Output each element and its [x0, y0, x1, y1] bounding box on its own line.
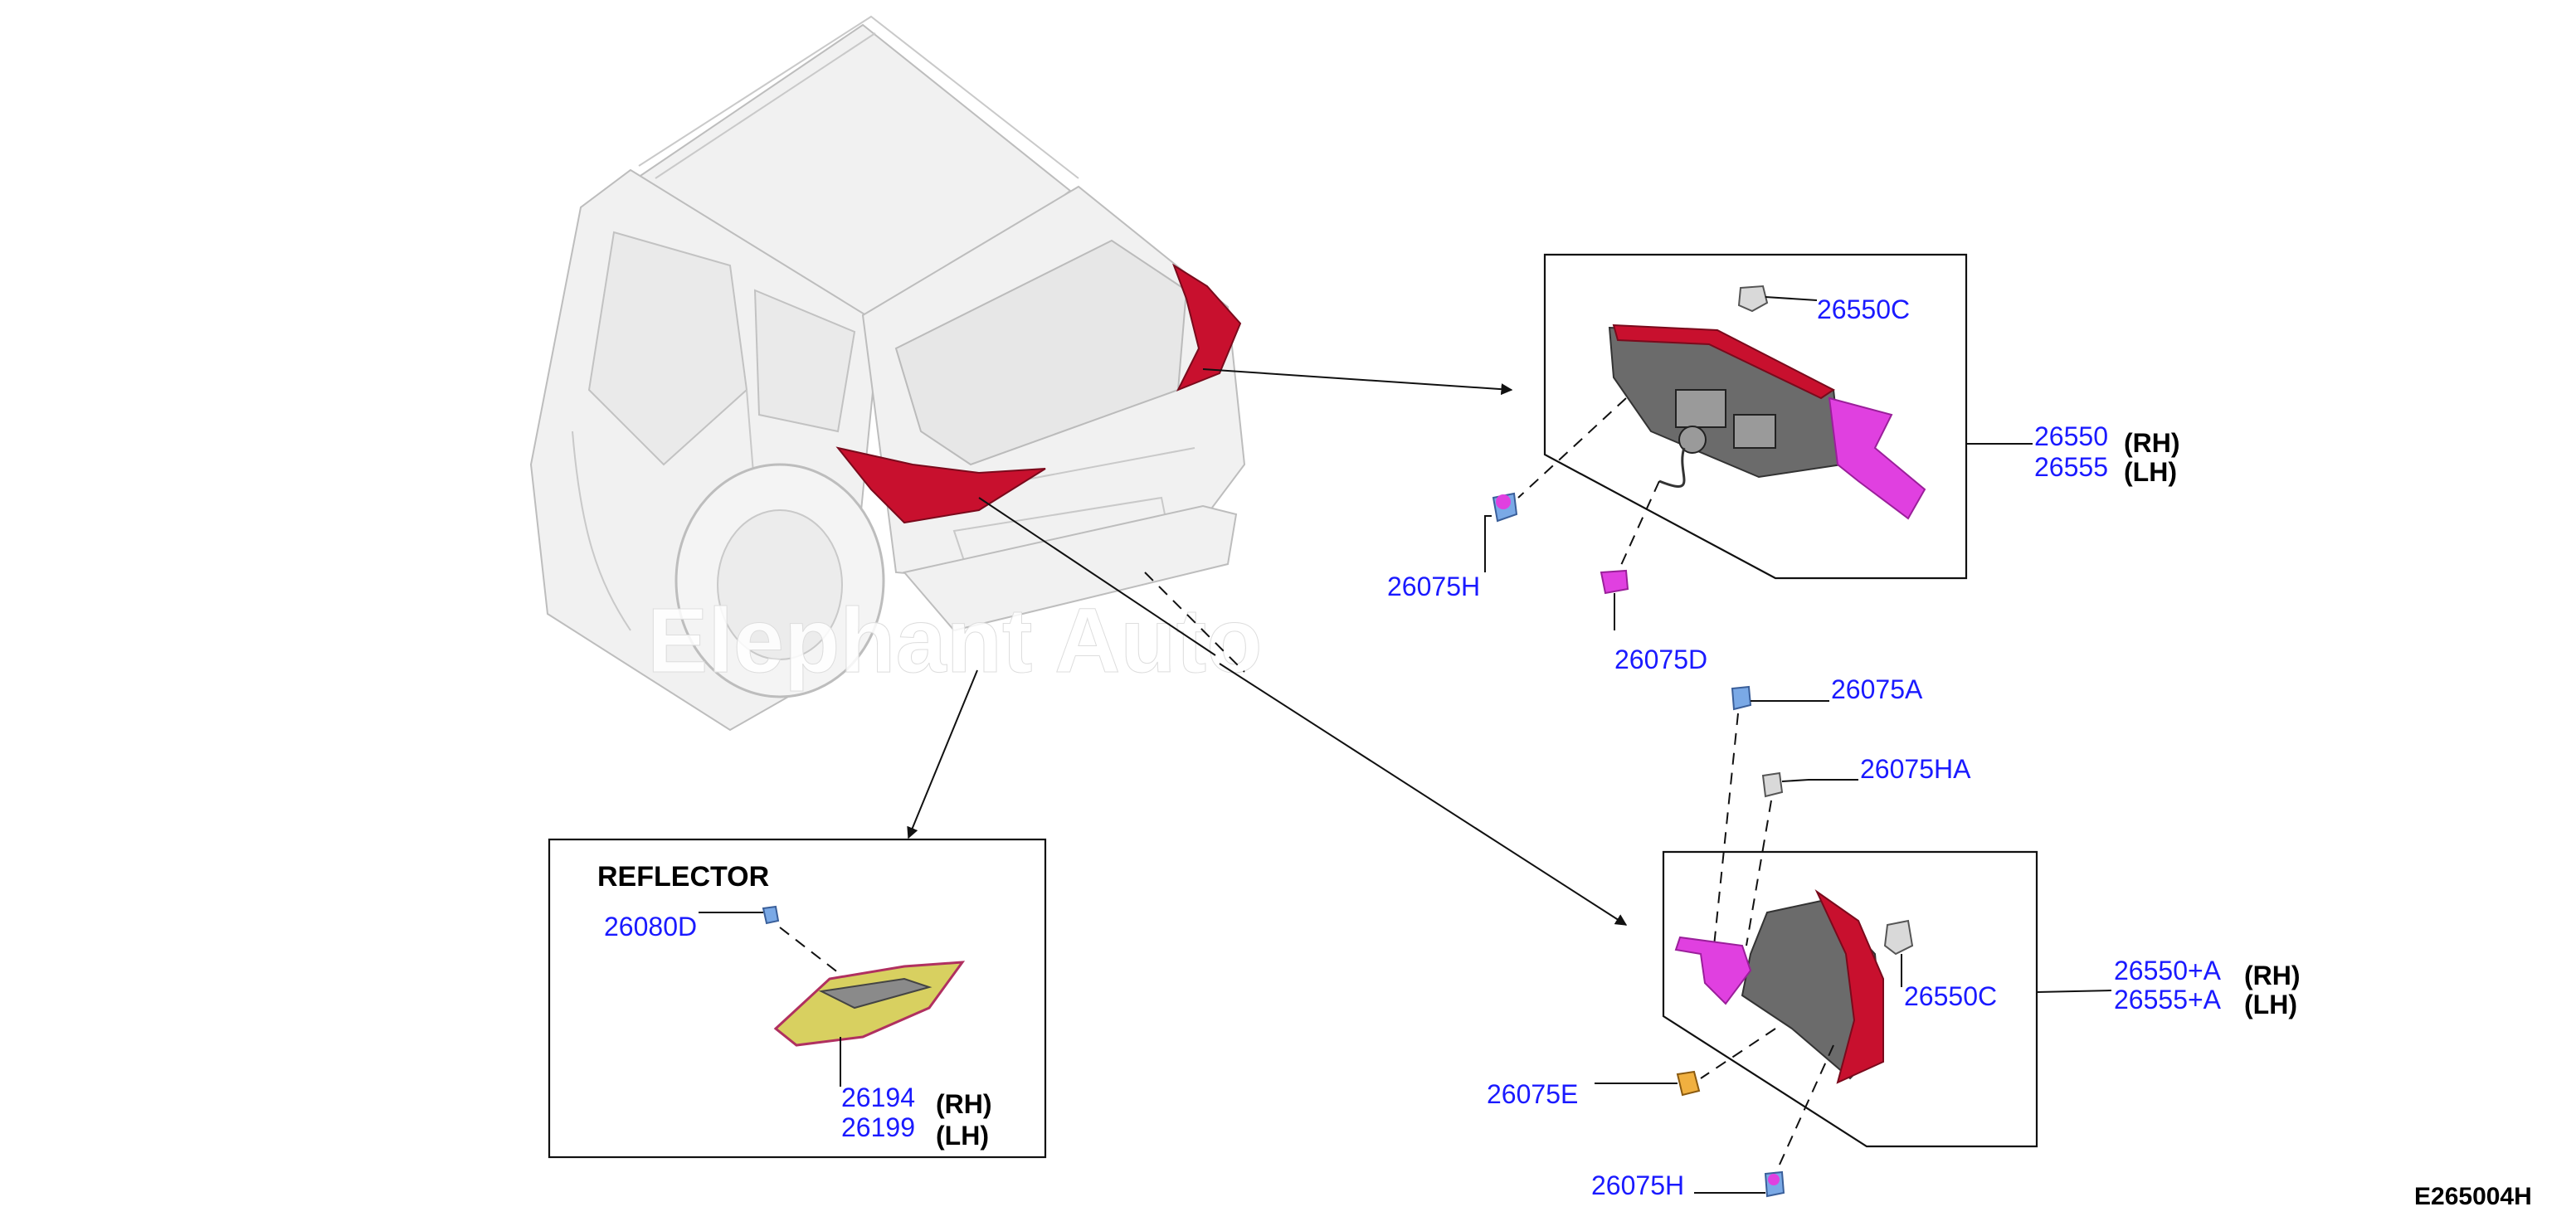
upper-lamp-frame [1543, 253, 1968, 580]
bulb-socket-icon [1737, 285, 1769, 313]
label-26550-side: (RH) [2124, 428, 2180, 458]
label-26199: 26199 [841, 1112, 915, 1142]
label-26550C-lower: 26550C [1904, 981, 1997, 1011]
socket-icon-26075D [1600, 569, 1629, 595]
bulb-socket-icon-lower [1883, 919, 1914, 956]
socket-icon-26075E [1676, 1070, 1701, 1097]
leader-arrow-upper [1202, 368, 1513, 396]
label-26075H-upper: 26075H [1387, 572, 1480, 601]
label-26075H-lower: 26075H [1591, 1170, 1684, 1200]
vehicle-tail-lamp-right [1172, 263, 1242, 392]
label-26075HA: 26075HA [1860, 754, 1971, 784]
label-26555A-side: (LH) [2244, 990, 2297, 1019]
label-26550C-upper: 26550C [1817, 294, 1910, 324]
vehicle-tail-lamp-left [835, 446, 1046, 524]
upper-lamp-lens [1828, 397, 1926, 520]
label-26550A: 26550+A [2114, 956, 2222, 985]
label-26075D: 26075D [1614, 645, 1707, 674]
label-26550A-side: (RH) [2244, 961, 2301, 990]
diagram-code: E265004H [2414, 1183, 2532, 1210]
reflector-title: REFLECTOR [597, 861, 769, 893]
vehicle-illustration [529, 15, 1246, 732]
label-26075A: 26075A [1831, 674, 1923, 704]
leader-arrow-reflector [907, 669, 978, 839]
label-26194: 26194 [841, 1083, 915, 1112]
label-26555: 26555 [2034, 452, 2108, 482]
reflector-group: REFLECTOR 26080D 26194 (RH) 26199 (LH) [548, 838, 1047, 1159]
label-26550: 26550 [2034, 421, 2108, 451]
lower-lamp-lens [1674, 936, 1752, 1005]
watermark: Elephant Auto [647, 590, 1262, 692]
label-26555-side: (LH) [2124, 457, 2177, 487]
reflector-frame [548, 838, 1047, 1159]
label-26199-side: (LH) [936, 1121, 989, 1151]
socket-icon-26075A [1731, 685, 1752, 711]
label-26080D: 26080D [604, 912, 697, 941]
lower-lamp-frame [1662, 850, 2038, 1148]
bulb-icon-26080D [762, 905, 780, 925]
leader-arrow-lower [1219, 663, 1628, 926]
socket-icon-26075HA [1761, 771, 1784, 798]
upper-lamp-group: 26550C 26550 (RH) 26555 (LH) 26075H 2607… [1387, 253, 2180, 674]
label-26194-side: (RH) [936, 1089, 992, 1119]
lower-lamp-group: 26075A 26075HA 26550C 26550+A (RH) 26555… [1487, 674, 2301, 1200]
label-26555A: 26555+A [2114, 985, 2222, 1014]
label-26075E: 26075E [1487, 1079, 1578, 1109]
